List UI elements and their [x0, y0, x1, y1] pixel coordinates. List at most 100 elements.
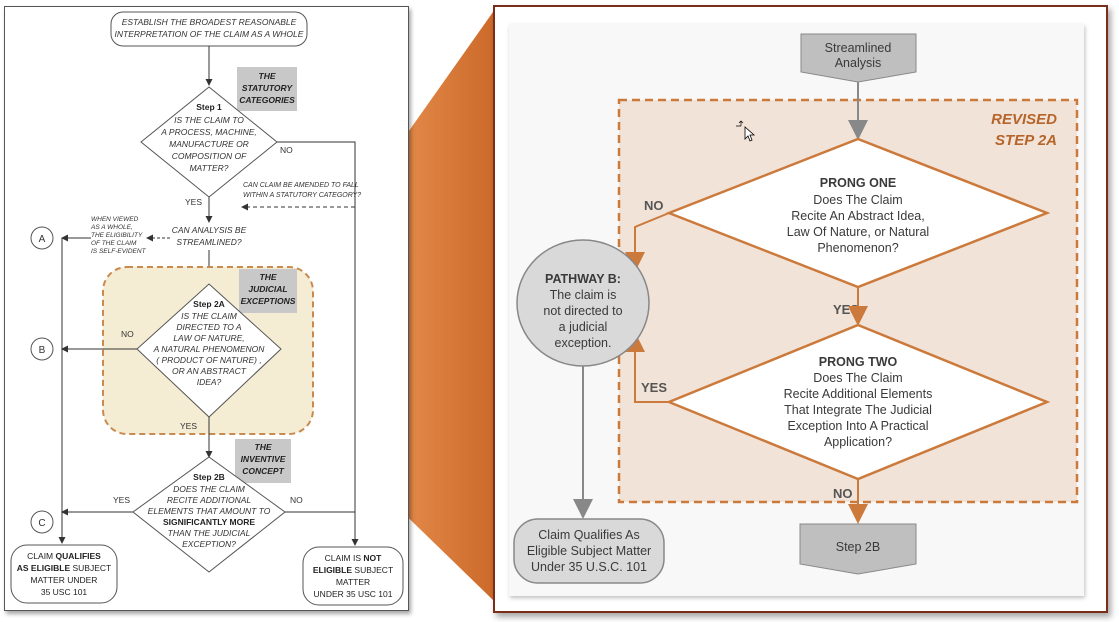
- svg-text:IS THE CLAIM: IS THE CLAIM: [181, 311, 238, 321]
- streamlined-question: CAN ANALYSIS BE STREAMLINED?: [172, 225, 247, 247]
- svg-text:CONCEPT: CONCEPT: [242, 466, 284, 476]
- svg-text:THE: THE: [259, 71, 276, 81]
- svg-text:JUDICIAL: JUDICIAL: [248, 284, 287, 294]
- original-flowchart-panel: ESTABLISH THE BROADEST REASONABLE INTERP…: [4, 6, 409, 611]
- svg-text:THE ELIGIBILITY: THE ELIGIBILITY: [91, 232, 143, 239]
- svg-text:Does The Claim: Does The Claim: [813, 371, 902, 385]
- yes-label-prong-one: YES: [833, 302, 859, 317]
- no-label-2: NO: [121, 329, 134, 339]
- qualifies-eligible-box: Claim Qualifies As Eligible Subject Matt…: [513, 518, 665, 584]
- revised-step2a-panel: REVISED STEP 2A Streamlined Analysis PRO…: [493, 5, 1108, 613]
- svg-text:WHEN VIEWED: WHEN VIEWED: [91, 216, 139, 223]
- no-label-prong-one: NO: [644, 198, 664, 213]
- svg-text:Claim Qualifies As: Claim Qualifies As: [538, 528, 639, 542]
- svg-text:AS ELIGIBLE SUBJECT: AS ELIGIBLE SUBJECT: [17, 563, 111, 573]
- amend-text: CAN CLAIM BE AMENDED TO FALL: [243, 182, 359, 189]
- no-label-prong-two: NO: [833, 486, 853, 501]
- svg-text:STREAMLINED?: STREAMLINED?: [176, 237, 241, 247]
- circle-a: A: [30, 226, 54, 250]
- svg-text:UNDER 35 USC 101: UNDER 35 USC 101: [314, 589, 393, 599]
- svg-text:DIRECTED TO A: DIRECTED TO A: [176, 322, 242, 332]
- revised-step2a-title: REVISED STEP 2A: [991, 111, 1057, 149]
- svg-text:THE: THE: [255, 442, 272, 452]
- svg-text:CLAIM QUALIFIES: CLAIM QUALIFIES: [27, 551, 101, 561]
- svg-text:MANUFACTURE OR: MANUFACTURE OR: [169, 139, 249, 149]
- qualifies-box: CLAIM QUALIFIES AS ELIGIBLE SUBJECT MATT…: [10, 544, 118, 604]
- svg-text:AS A WHOLE,: AS A WHOLE,: [90, 224, 133, 231]
- svg-text:not directed to: not directed to: [543, 304, 622, 318]
- svg-text:COMPOSITION OF: COMPOSITION OF: [172, 151, 247, 161]
- no-label-3: NO: [290, 495, 303, 505]
- svg-text:THE: THE: [260, 272, 277, 282]
- prong-one-diamond: PRONG ONE Does The Claim Recite An Abstr…: [665, 137, 1051, 289]
- step-2b-box: Step 2B: [799, 523, 917, 575]
- svg-text:PRONG ONE: PRONG ONE: [820, 176, 896, 190]
- svg-text:Recite Additional Elements: Recite Additional Elements: [784, 387, 933, 401]
- svg-text:IS THE CLAIM TO: IS THE CLAIM TO: [174, 115, 244, 125]
- svg-text:MATTER: MATTER: [336, 577, 370, 587]
- svg-text:Step 2A: Step 2A: [193, 299, 225, 309]
- prong-two-diamond: PRONG TWO Does The Claim Recite Addition…: [665, 323, 1051, 481]
- svg-text:LAW OF NATURE,: LAW OF NATURE,: [173, 333, 244, 343]
- move-cursor-icon: [736, 120, 756, 142]
- svg-text:RECITE ADDITIONAL: RECITE ADDITIONAL: [167, 495, 251, 505]
- svg-text:STATUTORY: STATUTORY: [242, 83, 294, 93]
- svg-text:Law Of Nature, or Natural: Law Of Nature, or Natural: [787, 225, 929, 239]
- yes-label-prong-two: YES: [641, 380, 667, 395]
- svg-text:Recite An Abstract Idea,: Recite An Abstract Idea,: [791, 209, 924, 223]
- svg-text:Step 2B: Step 2B: [836, 540, 880, 554]
- svg-text:OF THE CLAIM: OF THE CLAIM: [91, 240, 137, 247]
- svg-text:Step 2B: Step 2B: [193, 472, 225, 482]
- svg-text:IDEA?: IDEA?: [197, 377, 222, 387]
- svg-text:STEP 2A: STEP 2A: [995, 132, 1057, 149]
- svg-text:A: A: [39, 234, 46, 245]
- circle-b: B: [30, 337, 54, 361]
- svg-text:THAN THE JUDICIAL: THAN THE JUDICIAL: [168, 528, 251, 538]
- svg-text:PRONG TWO: PRONG TWO: [819, 355, 898, 369]
- svg-text:Phenomenon?: Phenomenon?: [817, 241, 898, 255]
- svg-text:EXCEPTION?: EXCEPTION?: [182, 539, 236, 549]
- svg-text:INTERPRETATION OF THE CLAIM AS: INTERPRETATION OF THE CLAIM AS A WHOLE: [115, 29, 304, 39]
- tag-judicial-exceptions: THE JUDICIAL EXCEPTIONS: [239, 269, 297, 313]
- svg-text:C: C: [38, 518, 45, 529]
- svg-text:A PROCESS, MACHINE,: A PROCESS, MACHINE,: [160, 127, 257, 137]
- svg-text:Exception Into A Practical: Exception Into A Practical: [787, 419, 928, 433]
- not-eligible-box: CLAIM IS NOT ELIGIBLE SUBJECT MATTER UND…: [302, 546, 404, 606]
- step2a-diamond: Step 2A IS THE CLAIM DIRECTED TO A LAW O…: [136, 283, 282, 418]
- yes-label-3: YES: [113, 495, 130, 505]
- svg-text:( PRODUCT OF NATURE) ,: ( PRODUCT OF NATURE) ,: [156, 355, 261, 365]
- svg-text:ELEMENTS THAT AMOUNT TO: ELEMENTS THAT AMOUNT TO: [148, 506, 271, 516]
- svg-text:SIGNIFICANTLY MORE: SIGNIFICANTLY MORE: [163, 517, 255, 527]
- svg-text:CLAIM IS NOT: CLAIM IS NOT: [325, 553, 382, 563]
- original-flowchart: ESTABLISH THE BROADEST REASONABLE INTERP…: [10, 11, 404, 606]
- revised-flowchart: REVISED STEP 2A Streamlined Analysis PRO…: [513, 33, 1079, 584]
- svg-text:INVENTIVE: INVENTIVE: [241, 454, 286, 464]
- svg-text:B: B: [39, 345, 46, 356]
- svg-text:CATEGORIES: CATEGORIES: [239, 95, 295, 105]
- svg-text:a judicial: a judicial: [559, 320, 608, 334]
- svg-text:EXCEPTIONS: EXCEPTIONS: [241, 296, 296, 306]
- svg-text:CAN ANALYSIS BE: CAN ANALYSIS BE: [172, 225, 247, 235]
- svg-text:OR AN ABSTRACT: OR AN ABSTRACT: [172, 366, 247, 376]
- svg-text:A NATURAL PHENOMENON: A NATURAL PHENOMENON: [153, 344, 266, 354]
- svg-text:Step 1: Step 1: [196, 102, 222, 112]
- svg-text:Under 35 U.S.C. 101: Under 35 U.S.C. 101: [531, 560, 647, 574]
- step2b-diamond: Step 2B DOES THE CLAIM RECITE ADDITIONAL…: [132, 456, 286, 573]
- svg-text:The claim is: The claim is: [550, 288, 617, 302]
- svg-text:REVISED: REVISED: [991, 111, 1057, 128]
- svg-text:MATTER UNDER: MATTER UNDER: [31, 575, 98, 585]
- svg-text:Streamlined: Streamlined: [825, 41, 892, 55]
- yes-label-2: YES: [180, 421, 197, 431]
- svg-text:DOES THE CLAIM: DOES THE CLAIM: [173, 484, 246, 494]
- circle-c: C: [30, 510, 54, 534]
- pathway-b-ellipse: PATHWAY B: The claim is not directed to …: [516, 239, 650, 367]
- svg-text:MATTER?: MATTER?: [189, 163, 228, 173]
- svg-text:That Integrate The Judicial: That Integrate The Judicial: [784, 403, 932, 417]
- yes-label-1: YES: [185, 197, 202, 207]
- self-evident-note: WHEN VIEWED AS A WHOLE, THE ELIGIBILITY …: [90, 216, 147, 255]
- svg-text:exception.: exception.: [555, 336, 612, 350]
- svg-text:WITHIN A STATUTORY CATEGORY?: WITHIN A STATUTORY CATEGORY?: [243, 192, 361, 199]
- no-label-1: NO: [280, 145, 293, 155]
- svg-text:Analysis: Analysis: [835, 56, 882, 70]
- svg-text:Application?: Application?: [824, 435, 892, 449]
